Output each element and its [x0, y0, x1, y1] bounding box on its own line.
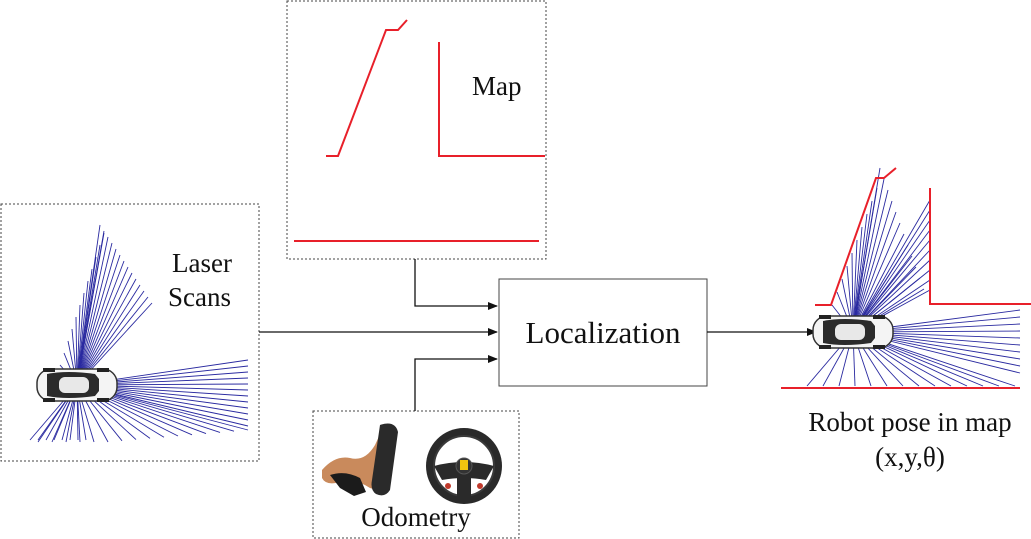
laser-ray [76, 260, 125, 386]
laser-ray [852, 209, 931, 333]
laser-ray [852, 211, 897, 333]
connector-arrows [259, 259, 817, 411]
laser-ray [852, 178, 885, 333]
laser-ray [76, 224, 101, 386]
laser-ray [76, 254, 121, 386]
laser-ray [852, 200, 893, 333]
laser-ray [852, 189, 889, 333]
laser-ray [852, 222, 901, 333]
pose-map-walls [781, 167, 1031, 389]
laser-label-line1: Laser [172, 248, 232, 278]
laser-ray [76, 242, 113, 386]
laser-ray [852, 213, 868, 333]
laser-scans-panel: Laser Scans [0, 203, 260, 462]
foot-pedal-icon [322, 423, 398, 496]
laser-ray [76, 248, 117, 386]
laser-ray [76, 236, 109, 386]
pose-label-line1: Robot pose in map [808, 407, 1011, 437]
odometry-panel: Odometry [312, 410, 520, 539]
localization-box: Localization [498, 278, 708, 387]
robot-pose-panel: Robot pose in map (x,y,θ) [781, 167, 1031, 472]
laser-ray [852, 229, 931, 333]
laser-ray [852, 199, 931, 333]
laser-ray [76, 278, 137, 386]
laser-car-icon [36, 367, 118, 403]
laser-ray [76, 230, 105, 386]
pose-laser-rays [806, 167, 1021, 387]
laser-ray [852, 167, 881, 333]
laser-ray [852, 226, 863, 333]
map-panel: Map [286, 0, 547, 260]
laser-label-line2: Scans [168, 282, 231, 312]
map-label: Map [472, 71, 522, 101]
odometry-to-localization-arrow [414, 355, 498, 411]
map-to-localization-arrow [414, 259, 498, 310]
pose-label-line2: (x,y,θ) [875, 442, 945, 472]
pose-car-icon [812, 314, 894, 350]
localization-label: Localization [526, 315, 681, 350]
steering-wheel-icon [426, 428, 502, 504]
laser-ray [76, 266, 129, 386]
odometry-label: Odometry [361, 502, 471, 532]
map-walls [294, 19, 545, 242]
laser-ray [852, 219, 931, 333]
laser-ray [76, 272, 133, 386]
